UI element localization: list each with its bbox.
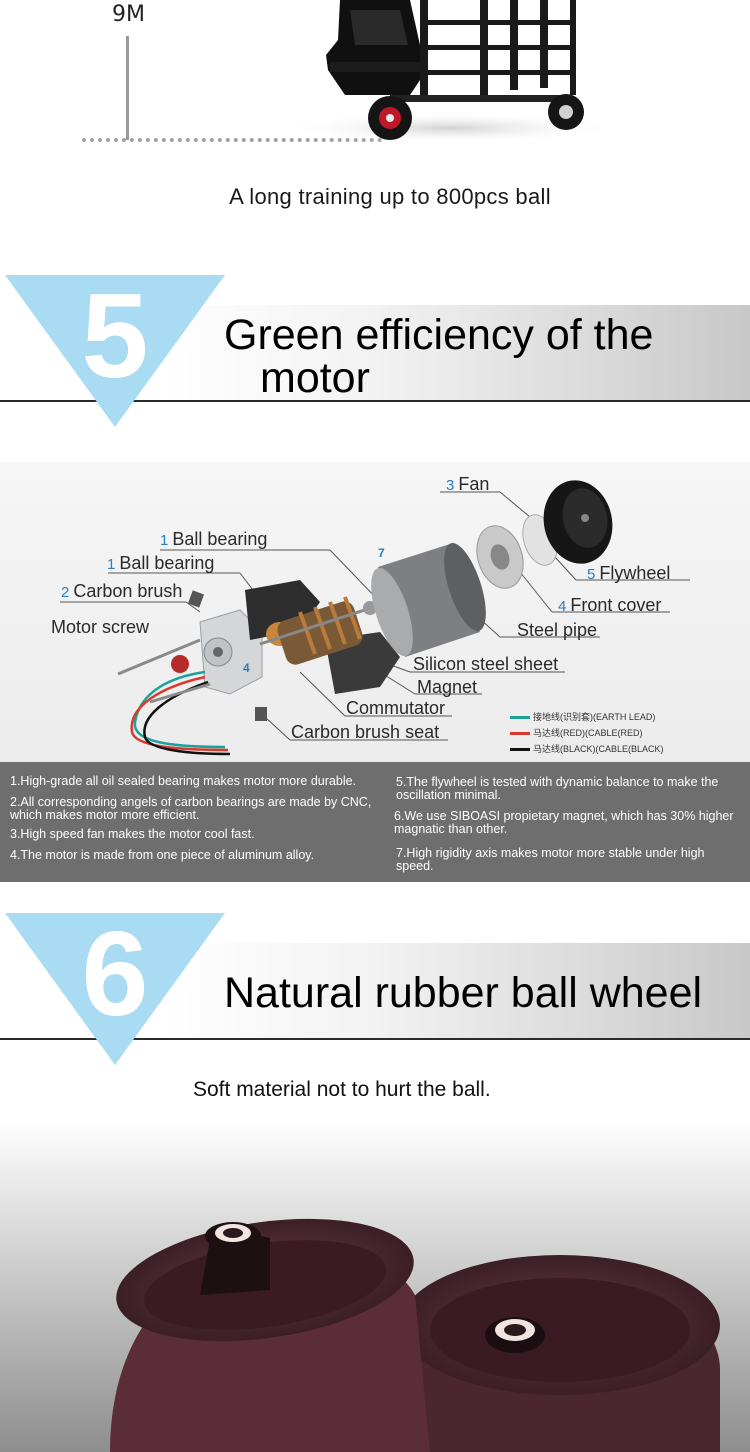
label-silicon-steel-sheet: Silicon steel sheet <box>413 654 559 674</box>
feature-item: 1.High-grade all oil sealed bearing make… <box>10 774 357 788</box>
label-motor-screw: Motor screw <box>51 617 150 637</box>
distance-dotted-line <box>82 138 382 142</box>
header-band <box>160 943 750 1039</box>
section-title: Green efficiency of the <box>224 311 654 359</box>
feature-item: 4.The motor is made from one piece of al… <box>10 848 315 862</box>
feature-item: 2.All corresponding angels of carbon bea… <box>10 795 372 822</box>
svg-text:4: 4 <box>243 661 250 675</box>
section-number: 6 <box>81 907 149 1041</box>
header-band <box>160 305 750 401</box>
label-commutator: Commutator <box>346 698 446 718</box>
section-5-header: 5 Green efficiency of the motor <box>0 269 750 430</box>
label-steel-pipe: Steel pipe <box>517 620 598 640</box>
svg-text:7: 7 <box>378 546 385 560</box>
feature-item: 3.High speed fan makes the motor cool fa… <box>10 827 255 841</box>
motor-parts-illustration: 4 7 <box>60 480 690 756</box>
section-triangle <box>5 913 225 1065</box>
wheel-caption: Soft material not to hurt the ball. <box>193 1078 491 1101</box>
section-title: Natural rubber ball wheel <box>224 969 703 1017</box>
legend-cable-black: 马达线(BLACK)(CABLE(BLACK) <box>510 742 664 755</box>
section-triangle <box>5 275 225 427</box>
feature-item: 5.The flywheel is tested with dynamic ba… <box>396 775 719 802</box>
section-number: 5 <box>81 269 149 403</box>
feature-item: 6.We use SIBOASI propietary magnet, whic… <box>394 809 734 836</box>
distance-label: 9M <box>112 2 145 27</box>
legend-earth-lead: 接地线(识别套)(EARTH LEAD) <box>510 710 655 723</box>
rubber-wheel-image <box>0 1120 750 1452</box>
section-title-line2: motor <box>260 354 370 402</box>
motor-features-box: 1.High-grade all oil sealed bearing make… <box>0 762 750 882</box>
distance-marker <box>126 36 129 140</box>
section-6-header: 6 Natural rubber ball wheel <box>0 907 750 1068</box>
label-magnet: Magnet <box>417 677 478 697</box>
header-divider <box>0 400 750 402</box>
capacity-caption: A long training up to 800pcs ball <box>229 184 551 209</box>
header-divider <box>0 1038 750 1040</box>
feature-item: 7.High rigidity axis makes motor more st… <box>396 846 705 873</box>
motor-exploded-diagram: 4 7 <box>0 462 750 762</box>
legend-cable-red: 马达线(RED)(CABLE(RED) <box>510 726 643 739</box>
machine-section: 9M A long training up to 800pcs ball <box>0 0 750 260</box>
ball-machine-image <box>280 0 610 144</box>
label-carbon-brush-seat: Carbon brush seat <box>291 722 440 742</box>
